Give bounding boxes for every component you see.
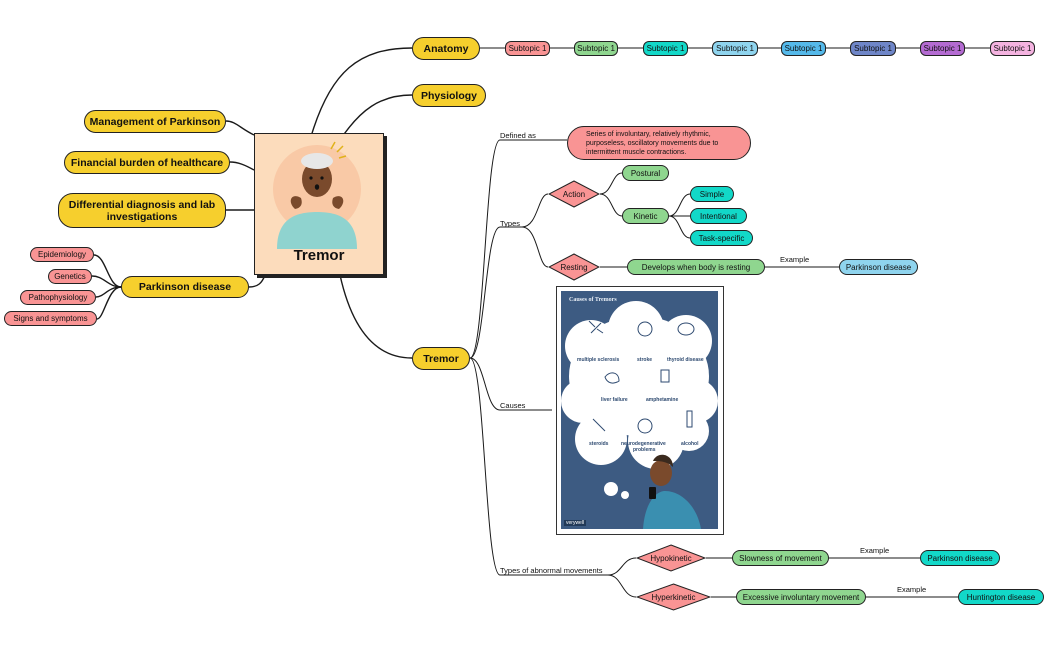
cause-neurodegenerative: neurodegenerative <box>621 441 666 447</box>
parkinson-disease-node[interactable]: Parkinson disease <box>121 276 249 298</box>
causes-of-tremors-poster[interactable]: Causes of Tremors <box>556 286 724 535</box>
definition-line1: Series of involuntary, relatively rhythm… <box>586 130 711 138</box>
signs-and-symptoms-node[interactable]: Signs and symptoms <box>4 311 97 326</box>
tremor-person-illustration <box>273 141 361 249</box>
anatomy-subtopic-6[interactable]: Subtopic 1 <box>850 41 896 56</box>
defined-as-label: Defined as <box>500 131 536 140</box>
management-of-parkinson-node[interactable]: Management of Parkinson <box>84 110 226 133</box>
poster-brand-logo: verywell <box>564 520 587 526</box>
cause-stroke: stroke <box>637 357 653 363</box>
anatomy-subtopic-2[interactable]: Subtopic 1 <box>574 41 618 56</box>
anatomy-subtopic-3[interactable]: Subtopic 1 <box>643 41 688 56</box>
cause-alcohol: alcohol <box>681 441 699 447</box>
cause-amphetamine: amphetamine <box>646 397 679 403</box>
anatomy-node[interactable]: Anatomy <box>412 37 480 60</box>
genetics-node[interactable]: Genetics <box>48 269 92 284</box>
resting-description-node[interactable]: Develops when body is resting <box>627 259 765 275</box>
central-topic-card[interactable]: Tremor <box>254 133 384 275</box>
intentional-node[interactable]: Intentional <box>690 208 747 224</box>
action-diamond[interactable]: Action <box>548 180 600 208</box>
cause-liver-failure: liver failure <box>601 397 628 403</box>
task-specific-node[interactable]: Task-specific <box>690 230 753 246</box>
postural-node[interactable]: Postural <box>622 165 669 181</box>
simple-node[interactable]: Simple <box>690 186 734 202</box>
hypokinetic-example-label: Example <box>860 546 890 555</box>
cause-neurodegenerative-problems: problems <box>633 447 656 453</box>
definition-line3: intermittent muscle contractions. <box>586 148 687 156</box>
causes-label: Causes <box>500 401 526 410</box>
hyperkinetic-example-node[interactable]: Huntington disease <box>958 589 1044 605</box>
anatomy-subtopic-4[interactable]: Subtopic 1 <box>712 41 758 56</box>
cause-steroids: steroids <box>589 441 609 447</box>
anatomy-subtopic-1[interactable]: Subtopic 1 <box>505 41 550 56</box>
definition-line2: purposeless, oscillatory movements due t… <box>586 139 719 147</box>
hypokinetic-label: Hypokinetic <box>650 553 692 563</box>
poster-title: Causes of Tremors <box>569 297 617 303</box>
anatomy-subtopic-8[interactable]: Subtopic 1 <box>990 41 1035 56</box>
excessive-involuntary-movement-node[interactable]: Excessive involuntary movement <box>736 589 866 605</box>
differential-diagnosis-node[interactable]: Differential diagnosis and lab investiga… <box>58 193 226 228</box>
slowness-of-movement-node[interactable]: Slowness of movement <box>732 550 829 566</box>
resting-example-node[interactable]: Parkinson disease <box>839 259 918 275</box>
thought-cloud <box>561 301 718 529</box>
hyperkinetic-diamond[interactable]: Hyperkinetic <box>636 583 711 611</box>
hyperkinetic-label: Hyperkinetic <box>651 592 696 602</box>
kinetic-node[interactable]: Kinetic <box>622 208 669 224</box>
anatomy-subtopic-7[interactable]: Subtopic 1 <box>920 41 965 56</box>
resting-diamond[interactable]: Resting <box>548 253 600 281</box>
poster-background: Causes of Tremors <box>561 291 718 529</box>
resting-label: Resting <box>560 262 588 272</box>
cause-multiple-sclerosis: multiple sclerosis <box>577 357 620 363</box>
hyperkinetic-example-label: Example <box>897 585 927 594</box>
hypokinetic-diamond[interactable]: Hypokinetic <box>636 544 706 572</box>
financial-burden-node[interactable]: Financial burden of healthcare <box>64 151 230 174</box>
types-label: Types <box>500 219 521 228</box>
cause-thyroid-disease: thyroid disease <box>667 357 704 363</box>
anatomy-subtopic-5[interactable]: Subtopic 1 <box>781 41 826 56</box>
pathophysiology-node[interactable]: Pathophysiology <box>20 290 96 305</box>
physiology-node[interactable]: Physiology <box>412 84 486 107</box>
hypokinetic-example-node[interactable]: Parkinson disease <box>920 550 1000 566</box>
differential-diagnosis-line2: investigations <box>106 210 178 223</box>
definition-node[interactable]: Series of involuntary, relatively rhythm… <box>567 126 751 160</box>
central-topic-title: Tremor <box>293 247 345 264</box>
differential-diagnosis-line1: Differential diagnosis and lab <box>68 198 216 211</box>
tremor-node[interactable]: Tremor <box>412 347 470 370</box>
abnormal-movements-label: Types of abnormal movements <box>500 566 603 575</box>
resting-example-label: Example <box>780 255 810 264</box>
epidemiology-node[interactable]: Epidemiology <box>30 247 94 262</box>
action-label: Action <box>562 189 586 199</box>
